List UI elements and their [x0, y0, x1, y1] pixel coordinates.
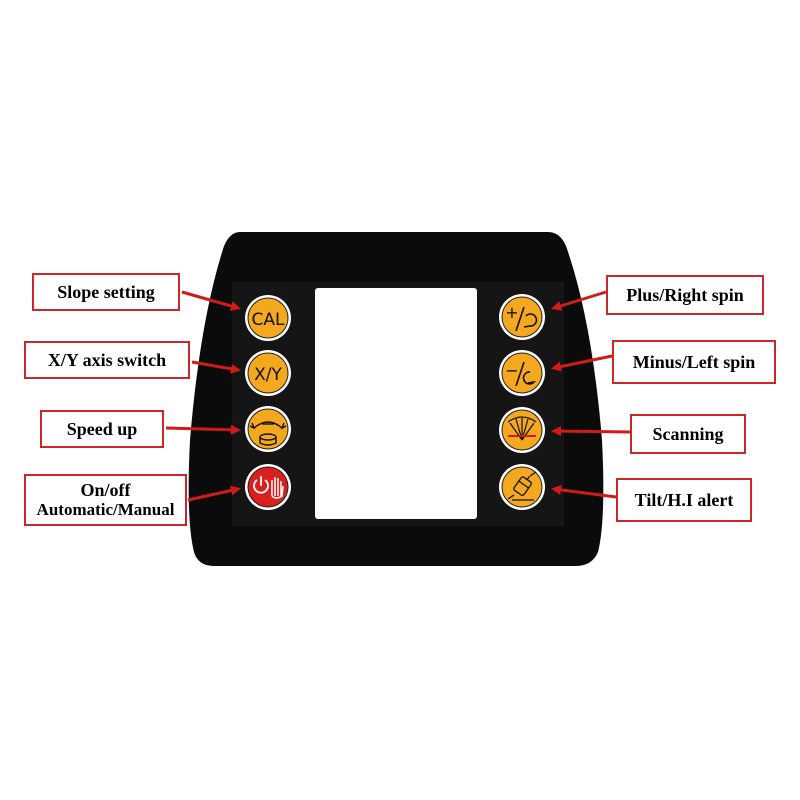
callout-tilt-hi-alert: Tilt/H.I alert — [616, 478, 752, 522]
callout-text: Minus/Left spin — [632, 352, 756, 372]
callout-text: Speed up — [66, 419, 138, 439]
minus-left-spin-button[interactable]: − — [499, 350, 545, 396]
callout-on-off-automatic-manual: On/off Automatic/Manual — [24, 474, 187, 526]
callout-minus-left-spin: Minus/Left spin — [612, 340, 776, 384]
callout-slope-setting: Slope setting — [32, 273, 180, 311]
callout-text-line1: On/off — [80, 480, 131, 500]
xy-axis-icon: X/Y — [254, 365, 282, 385]
speed-up-button[interactable] — [245, 406, 291, 452]
tilt-alert-icon — [507, 471, 537, 501]
display-screen — [315, 288, 477, 519]
scanning-arrow — [551, 426, 631, 437]
speed-up-arrow — [165, 424, 241, 435]
tilt-hi-alert-button[interactable] — [499, 464, 545, 510]
svg-text:−: − — [505, 361, 518, 380]
callout-xy-axis-switch: X/Y axis switch — [24, 341, 190, 379]
power-auto-manual-button[interactable] — [245, 464, 291, 510]
callout-text-line2: Automatic/Manual — [36, 500, 175, 519]
plus-right-spin-arrow — [551, 290, 607, 311]
callout-text: Scanning — [652, 424, 724, 444]
tilt-alert-arrow — [551, 484, 617, 499]
rotation-speed-icon — [249, 421, 287, 446]
plus-right-spin-button[interactable]: + — [499, 294, 545, 340]
slope-setting-arrow — [181, 290, 241, 311]
callout-plus-right-spin: Plus/Right spin — [606, 275, 764, 315]
power-manual-hand-icon — [253, 476, 284, 499]
callout-text: X/Y axis switch — [47, 350, 167, 370]
xy-axis-arrow — [191, 360, 241, 374]
callout-speed-up: Speed up — [40, 410, 164, 448]
callout-text: Tilt/H.I alert — [634, 490, 734, 510]
minus-left-spin-icon: − — [505, 361, 537, 387]
callout-scanning: Scanning — [630, 414, 746, 454]
callout-text: Plus/Right spin — [626, 285, 744, 305]
xy-axis-button[interactable]: X/Y — [245, 350, 291, 396]
callout-text: Slope setting — [57, 282, 155, 302]
scanning-fan-icon — [507, 416, 537, 441]
minus-left-spin-arrow — [551, 354, 613, 372]
cal-icon: CAL — [252, 310, 285, 330]
plus-right-spin-icon: + — [505, 303, 538, 332]
on-off-arrow — [187, 485, 241, 502]
scanning-button[interactable] — [499, 407, 545, 453]
svg-text:+: + — [505, 303, 518, 322]
cal-button[interactable]: CAL — [245, 295, 291, 341]
